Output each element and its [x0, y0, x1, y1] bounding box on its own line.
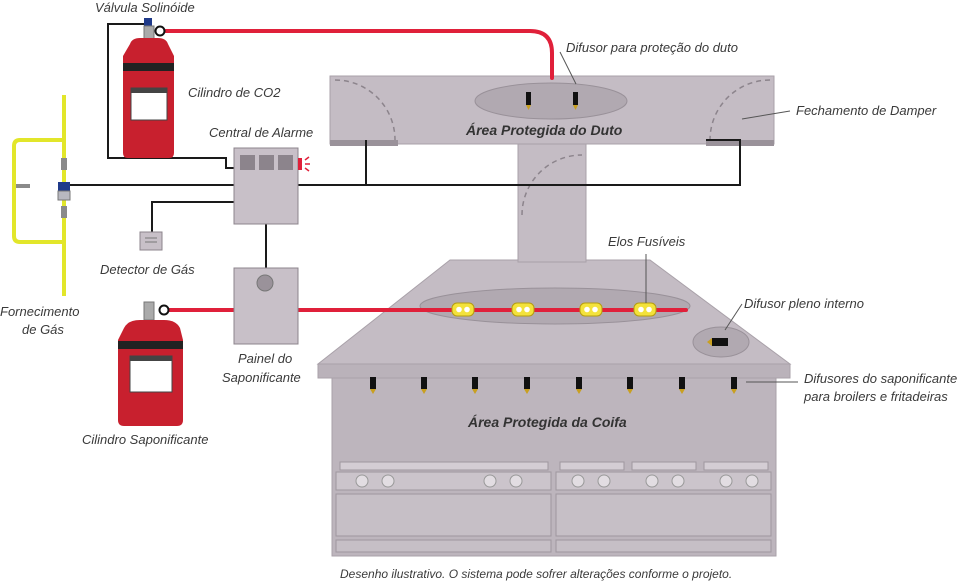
- damper-closure-label: Fechamento de Damper: [796, 103, 937, 118]
- duct: [329, 75, 775, 263]
- co2-cylinder-icon: [123, 18, 174, 158]
- fusible-links-label: Elos Fusíveis: [608, 234, 686, 249]
- plenum-nozzle-icon: [707, 338, 728, 346]
- saponifier-panel-label-line2: Saponificante: [222, 370, 301, 385]
- cooking-appliances: [331, 371, 777, 557]
- solenoid-valve-icon: [144, 18, 152, 26]
- appliance-nozzle-icon: [370, 377, 737, 394]
- gas-valve-icon: [57, 182, 71, 201]
- gas-detector-icon: [139, 231, 163, 251]
- hood: [316, 259, 792, 379]
- solenoid-valve-label: Válvula Solinóide: [95, 0, 195, 15]
- disclaimer-caption: Desenho ilustrativo. O sistema pode sofr…: [340, 567, 732, 581]
- gas-supply-label-line2: de Gás: [22, 322, 64, 337]
- fusible-link-icon: [451, 302, 657, 317]
- alarm-panel-icon: [233, 147, 299, 225]
- gas-pipe-fitting: [61, 158, 67, 170]
- plenum-diffuser-label: Difusor pleno interno: [744, 296, 864, 311]
- leader-lines: [559, 51, 798, 383]
- duct-area-label: Área Protegida do Duto: [465, 122, 623, 138]
- saponifier-cylinder-icon: [118, 301, 183, 426]
- alarm-panel-label: Central de Alarme: [209, 125, 313, 140]
- gas-detector-label: Detector de Gás: [100, 262, 195, 277]
- saponifier-panel-icon: [233, 267, 299, 345]
- co2-cylinder-label: Cilindro de CO2: [188, 85, 281, 100]
- appliance-diffusers-label-line1: Difusores do saponificante: [804, 371, 957, 386]
- gas-supply-label-line1: Fornecimento: [0, 304, 79, 319]
- gas-pipe-fitting: [61, 206, 67, 218]
- saponifier-cylinder-label: Cilindro Saponificante: [82, 432, 208, 447]
- gas-bypass-valve: [16, 184, 30, 188]
- strobe-icon: [298, 156, 310, 172]
- hood-area-label: Área Protegida da Coifa: [467, 414, 627, 430]
- appliance-diffusers-label-line2: para broilers e fritadeiras: [803, 389, 948, 404]
- duct-diffuser-label: Difusor para proteção do duto: [566, 40, 738, 55]
- saponifier-panel-label-line1: Painel do: [238, 351, 292, 366]
- gas-supply-line: [12, 95, 66, 296]
- duct-nozzle-icon: [526, 92, 578, 110]
